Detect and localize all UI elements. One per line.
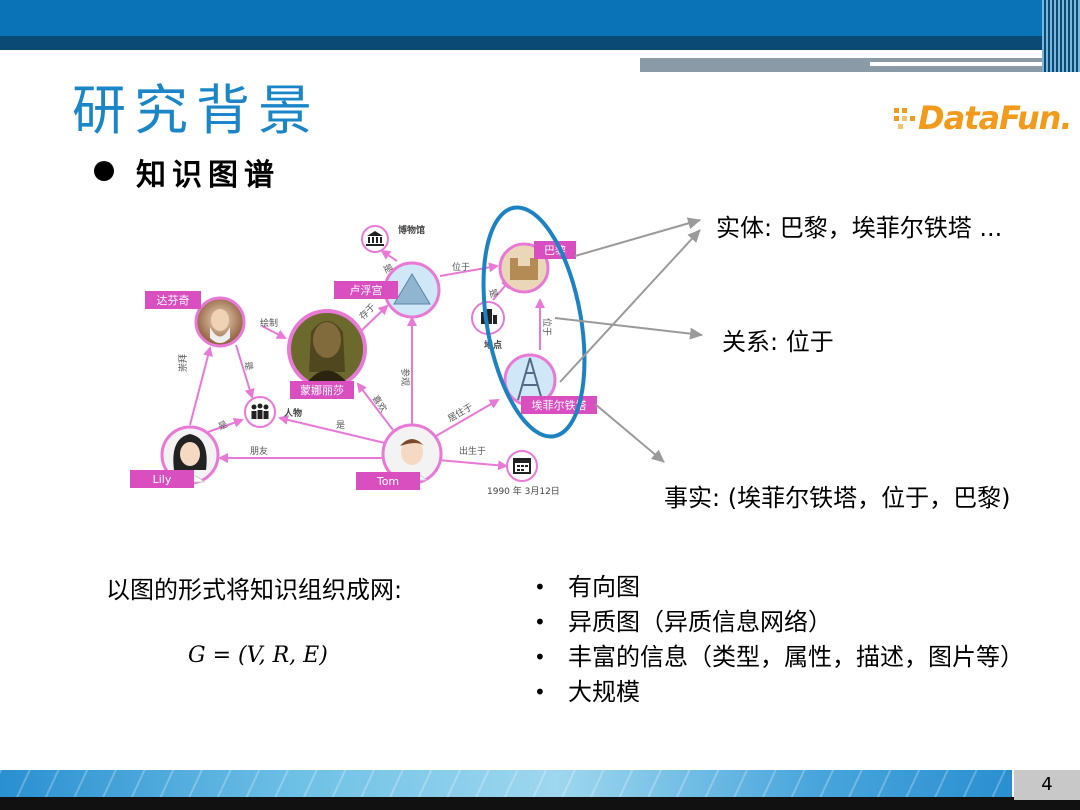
- edge-label-shi5: 是: [217, 419, 230, 433]
- header-white-line: [870, 62, 1080, 66]
- building-icon: [481, 309, 497, 324]
- pyramid-icon: [393, 273, 431, 305]
- edge-label-canguan: 参观: [399, 368, 411, 386]
- node-label-lily: Lily: [153, 473, 172, 486]
- datafun-logo: DataFun.: [892, 98, 1073, 138]
- knowledge-graph-diagram: 是 位于 是 绘制 是 存于 位于 喜欢 参观 居住于 是 是 朋友 出生于 崇…: [130, 205, 703, 497]
- header-bar: [0, 0, 1080, 36]
- feature-list: •有向图 •异质图（异质信息网络） •丰富的信息（类型，属性，描述，图片等） •…: [534, 570, 1024, 710]
- arrow-entity-paris: [574, 217, 701, 257]
- edge-label-shi2: 是: [486, 287, 499, 299]
- header-bar-dark: [0, 36, 1080, 50]
- footer-band: [0, 770, 1012, 800]
- edge-louvre-museum: [380, 249, 398, 262]
- museum-icon: [366, 231, 384, 246]
- node-museum: 博物馆: [361, 224, 425, 253]
- eiffel-tower-icon: [517, 357, 543, 401]
- section-title: 知识图谱: [136, 158, 280, 193]
- arrow-fact: [594, 403, 665, 463]
- edge-tom-person: [278, 414, 386, 444]
- edge-tom-eiffel: [435, 398, 500, 437]
- node-monalisa: 蒙娜丽莎: [287, 309, 367, 399]
- node-davinci: 达芬奇: [145, 291, 246, 348]
- node-louvre: 卢浮宫: [334, 261, 441, 319]
- edge-label-chongbai: 崇拜: [178, 354, 189, 372]
- node-label-monalisa: 蒙娜丽莎: [300, 383, 344, 397]
- node-location: 地点: [471, 301, 505, 351]
- edge-label-weiyu1: 位于: [452, 261, 470, 273]
- highlight-ellipse: [481, 205, 587, 439]
- page-number: 4: [1041, 774, 1053, 795]
- node-label-date: 1990 年 3月12日: [487, 485, 560, 497]
- header-stripes: [1042, 0, 1080, 72]
- entity-annotation: 实体: 巴黎，埃菲尔铁塔 ...: [716, 214, 1003, 242]
- node-tom: Tom: [356, 423, 443, 490]
- node-lily: Lily: [130, 425, 220, 488]
- bullet-icon: •: [534, 610, 546, 634]
- node-eiffel: 埃菲尔铁塔: [503, 353, 597, 414]
- logo-text: DataFun.: [918, 99, 1073, 137]
- edge-davinci-person: [235, 344, 255, 399]
- feature-item: •丰富的信息（类型，属性，描述，图片等）: [534, 640, 1024, 675]
- graph-formula: G = (V, R, E): [188, 643, 328, 668]
- node-paris: 巴黎: [498, 241, 576, 294]
- edge-lily-person: [207, 417, 244, 433]
- bullet-icon: •: [534, 680, 546, 704]
- bullet-dot: [94, 161, 114, 181]
- edge-label-shi4: 是: [336, 420, 345, 431]
- relation-annotation: 关系: 位于: [722, 328, 834, 356]
- cathedral-icon: [510, 258, 538, 280]
- calendar-icon: [513, 458, 531, 474]
- bullet-icon: •: [534, 575, 546, 599]
- feature-item: •大规模: [534, 675, 1024, 710]
- node-label-eiffel: 埃菲尔铁塔: [532, 398, 587, 412]
- edge-label-weiyu2: 位于: [541, 318, 553, 336]
- node-date: 1990 年 3月12日: [487, 450, 560, 497]
- annotation-arrows: [554, 217, 703, 463]
- definition-text: 以图的形式将知识组织成网:: [106, 576, 403, 604]
- graph-edges: [189, 249, 545, 471]
- slide-title: 研究背景: [72, 79, 320, 142]
- node-person: 人物: [244, 396, 302, 428]
- edge-louvre-paris: [439, 262, 499, 277]
- footer-bottom-bar: [0, 797, 1080, 810]
- arrow-relation: [554, 317, 703, 340]
- node-label-museum: 博物馆: [398, 224, 425, 236]
- edge-tom-date: [437, 459, 508, 471]
- node-label-person: 人物: [283, 407, 302, 419]
- edge-lily-davinci: [189, 346, 213, 426]
- page-number-box: [1014, 770, 1080, 800]
- node-label-tom: Tom: [376, 475, 399, 488]
- people-icon: [251, 403, 269, 419]
- edge-davinci-monalisa: [261, 325, 287, 339]
- header-gray-strip: [640, 58, 1080, 72]
- edge-tom-monalisa: [356, 382, 394, 431]
- feature-item: •有向图: [534, 570, 1024, 605]
- node-label-davinci: 达芬奇: [157, 294, 190, 307]
- arrow-entity-eiffel: [559, 229, 701, 383]
- edge-label-shi3: 是: [242, 361, 254, 372]
- feature-item: •异质图（异质信息网络）: [534, 605, 1024, 640]
- edge-monalisa-louvre: [359, 304, 389, 333]
- edge-label-huizhi: 绘制: [260, 317, 278, 329]
- edge-label-chushengyu: 出生于: [459, 445, 486, 457]
- logo-dots-icon: [894, 108, 915, 129]
- edge-label-xihuan: 喜欢: [370, 393, 390, 415]
- edge-label-pengyou: 朋友: [250, 445, 268, 457]
- bullet-icon: •: [534, 645, 546, 669]
- node-label-louvre: 卢浮宫: [350, 283, 383, 297]
- davinci-portrait-icon: [211, 309, 229, 331]
- fact-annotation: 事实: (埃菲尔铁塔，位于，巴黎): [664, 484, 1011, 512]
- footer-band-texture: [0, 770, 1012, 800]
